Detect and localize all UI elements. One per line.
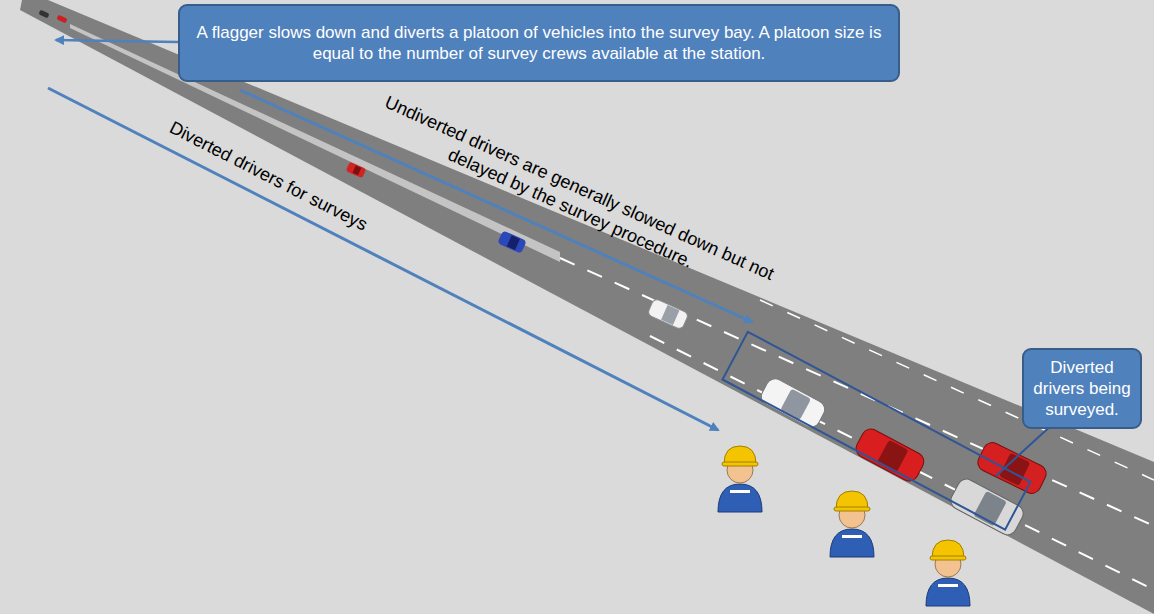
callout-box: A flagger slows down and diverts a plato…	[178, 4, 900, 82]
rotated-note: Undiverted drivers are generally slowed …	[365, 88, 784, 308]
car	[346, 162, 367, 178]
lane-marking	[560, 258, 1154, 526]
car	[647, 298, 689, 330]
rotated-note: Diverted drivers for surveys	[165, 116, 370, 235]
worker-icon	[718, 446, 762, 512]
callout-box: Diverted drivers being surveyed.	[1022, 348, 1142, 429]
lane-marking	[760, 300, 1154, 480]
car	[948, 476, 1027, 538]
worker-icon	[926, 540, 970, 606]
callout-text: Diverted drivers being surveyed.	[1032, 357, 1132, 420]
worker-icon	[830, 491, 874, 557]
car	[56, 15, 67, 24]
leader-arrow	[56, 40, 178, 42]
group-outline	[723, 332, 1031, 530]
road-surface	[20, 0, 1154, 614]
flow-arrow	[48, 88, 718, 430]
car	[38, 10, 49, 19]
car	[497, 230, 526, 253]
callout-text: A flagger slows down and diverts a plato…	[188, 22, 890, 64]
